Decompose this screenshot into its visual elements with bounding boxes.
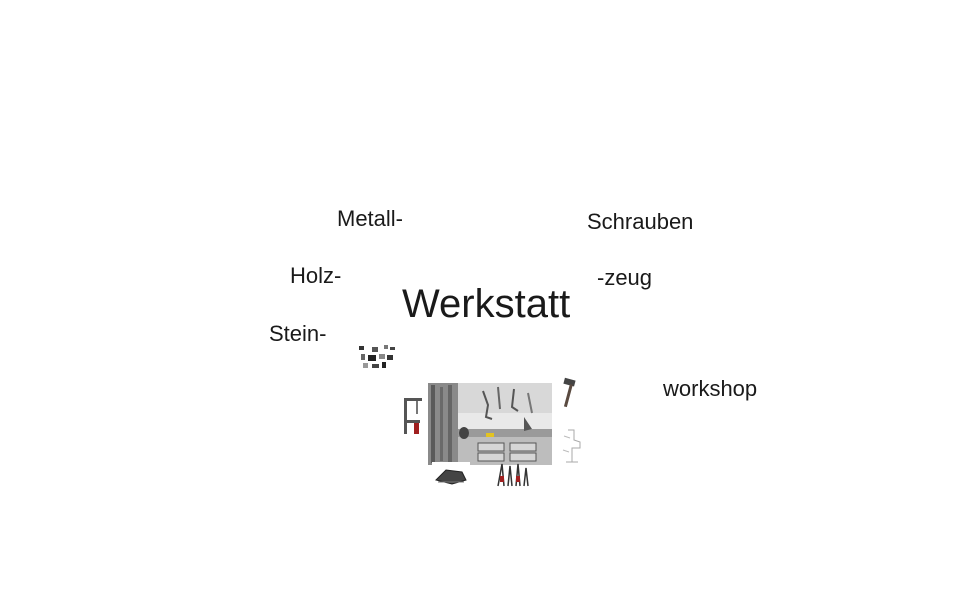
workshop-drawing-image[interactable] bbox=[428, 383, 552, 465]
planer-sketch-image[interactable] bbox=[432, 462, 470, 488]
small-tools-collage-image[interactable] bbox=[358, 344, 396, 370]
clamp-icon[interactable] bbox=[402, 396, 424, 436]
word-metall[interactable]: Metall- bbox=[337, 206, 404, 231]
word-holz[interactable]: Holz- bbox=[290, 263, 342, 288]
word-stein[interactable]: Stein- bbox=[269, 321, 327, 346]
word-workshop[interactable]: workshop bbox=[663, 376, 758, 401]
vise-sketch-image[interactable] bbox=[560, 426, 586, 466]
pliers-sketch-image[interactable] bbox=[494, 460, 530, 488]
hammer-icon[interactable] bbox=[558, 377, 578, 409]
word-zeug[interactable]: -zeug bbox=[597, 265, 653, 290]
word-werkstatt-title[interactable]: Werkstatt bbox=[402, 282, 571, 326]
word-schrauben[interactable]: Schrauben bbox=[587, 209, 694, 234]
